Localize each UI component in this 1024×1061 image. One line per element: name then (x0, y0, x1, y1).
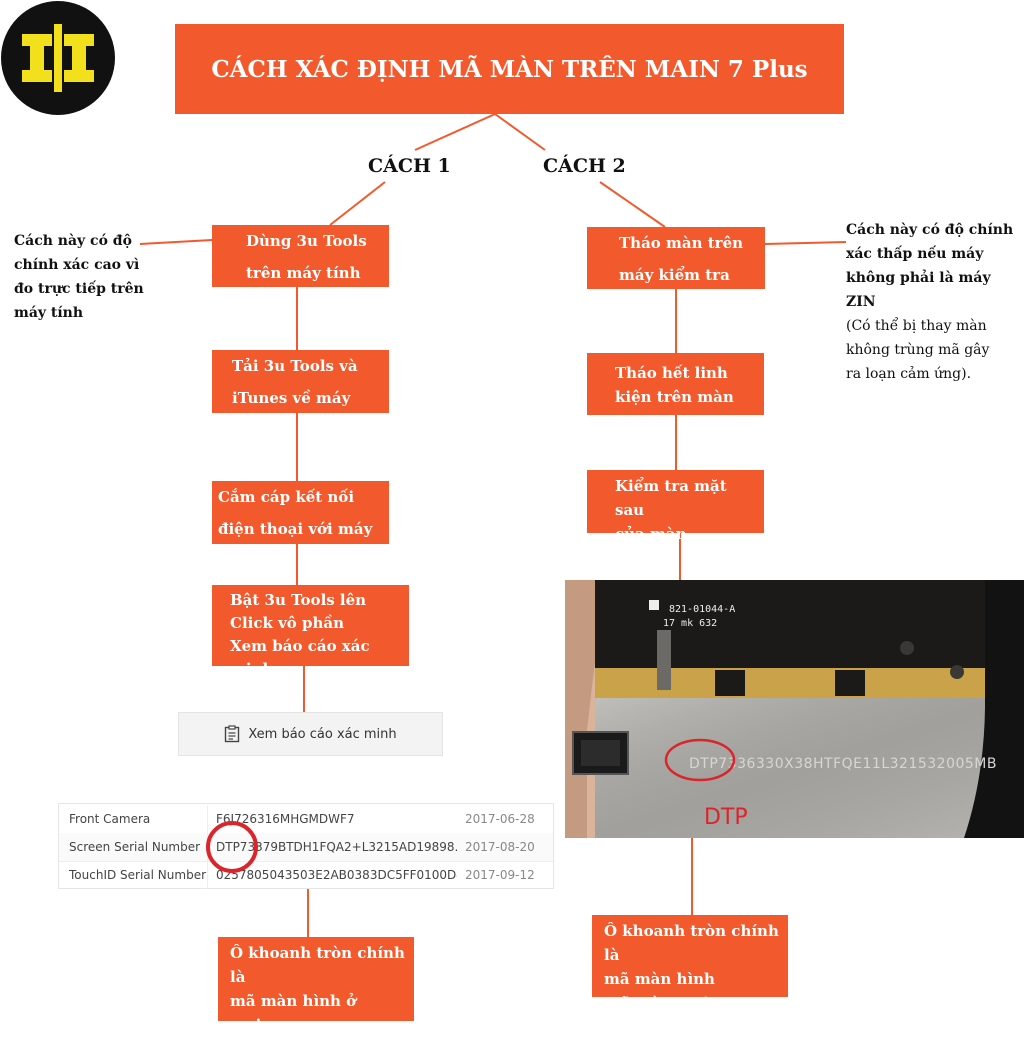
note-line: không trùng mã gây (846, 342, 990, 358)
step-line: Bật 3u Tools lên (230, 591, 367, 609)
photo-date-code: 17 mk 632 (663, 618, 717, 629)
result-line: mã màn hình (604, 970, 715, 988)
screen-back-photo: 821-01044-A 17 mk 632 DTP7336330X38HTFQE… (565, 580, 1024, 838)
step-line: Dùng 3u Tools (246, 232, 367, 250)
table-cell-name: Front Camera (69, 812, 151, 826)
table-cell-name: TouchID Serial Number (69, 868, 207, 882)
screen-back-illustration: 821-01044-A 17 mk 632 DTP7336330X38HTFQE… (565, 580, 1024, 838)
page-title: CÁCH XÁC ĐỊNH MÃ MÀN TRÊN MAIN 7 Plus (175, 24, 844, 114)
method-1-result: Ô khoanh tròn chính là mã màn hình ở mai… (218, 937, 414, 1058)
method-2-step-2: Tháo hết linh kiện trên màn (587, 353, 764, 415)
connector-title-cach2 (494, 113, 546, 151)
step-line: Tải 3u Tools và (232, 357, 358, 375)
serial-table: Front Camera F6J726316MHGMDWF7 2017-06-2… (58, 803, 554, 889)
method-2-step-3: Kiểm tra mặt sau của màn (587, 470, 764, 543)
step-line: Click vô phần (230, 614, 345, 632)
step-line: trên máy tính (246, 264, 361, 282)
table-cell-date: 2017-09-12 (465, 868, 535, 882)
verify-report-button: Xem báo cáo xác minh (178, 712, 443, 756)
photo-serial: DTP7336330X38HTFQE11L321532005MB (689, 756, 997, 772)
connector-title-cach1 (414, 113, 496, 151)
method-2-heading: CÁCH 2 (543, 155, 626, 177)
note-line: chính xác cao vì (14, 257, 140, 273)
table-row: Screen Serial Number DTP73379BTDH1FQA2+L… (59, 833, 553, 862)
note-line: ra loạn cảm ứng). (846, 366, 972, 382)
table-row: TouchID Serial Number 0257805043503E2AB0… (59, 861, 553, 889)
connector-cach2-step1 (599, 181, 666, 228)
table-cell-value: 0257805043503E2AB0383DC5FF0100D4 (207, 861, 457, 889)
step-line: máy kiểm tra (619, 266, 730, 284)
clipboard-icon (225, 725, 240, 743)
method-1-step-2: Tải 3u Tools và iTunes về máy tính (212, 350, 389, 431)
note-line: Cách này có độ chính (846, 222, 1014, 238)
step-line: Tháo màn trên (619, 234, 744, 252)
method-1-heading: CÁCH 1 (368, 155, 451, 177)
highlight-circle (206, 821, 258, 873)
table-cell-date: 2017-08-20 (465, 840, 535, 854)
method-2-note: Cách này có độ chính xác thấp nếu máy kh… (846, 218, 1024, 386)
table-cell-name: Screen Serial Number (69, 840, 201, 854)
step-line: Cắm cáp kết nối (218, 488, 355, 506)
connector-note-right (764, 241, 847, 245)
step-line: Kiểm tra mặt sau (615, 477, 727, 519)
connector-cach1-step1 (329, 181, 386, 226)
brand-logo (1, 1, 115, 115)
note-line: không phải là máy ZIN (846, 270, 991, 310)
result-line: Ô khoanh tròn chính là (230, 944, 405, 986)
connector-lines (139, 113, 847, 937)
step-line: Tháo hết linh (615, 364, 728, 382)
photo-code-label: DTP (704, 805, 748, 830)
method-1-step-3: Cắm cáp kết nối điện thoại với máy tính (212, 481, 389, 562)
method-1-step-1: Dùng 3u Tools trên máy tính (212, 225, 389, 287)
method-2-step-1: Tháo màn trên máy kiểm tra (587, 227, 765, 289)
highlight-ellipse (664, 738, 736, 782)
step-line: kiện trên màn (615, 388, 734, 406)
note-line: xác thấp nếu máy (846, 246, 984, 262)
method-2-result: Ô khoanh tròn chính là mã màn hình Mã mà… (592, 915, 788, 1012)
photo-part-number: 821-01044-A (669, 604, 735, 615)
note-line: đo trực tiếp trên (14, 281, 144, 297)
result-line: Mã màn main: DTP (230, 1040, 392, 1058)
method-1-note: Cách này có độ chính xác cao vì đo trực … (14, 229, 144, 325)
result-line: Mã màn main: DTP (604, 994, 766, 1012)
step-line: của màn (615, 525, 687, 543)
step-line: iTunes về máy tính (232, 389, 351, 431)
result-line: Ô khoanh tròn chính là (604, 922, 779, 964)
method-1-step-4: Bật 3u Tools lên Click vô phần Xem báo c… (212, 585, 409, 678)
verify-report-label: Xem báo cáo xác minh (248, 726, 397, 742)
table-cell-value: F6J726316MHGMDWF7 (207, 805, 457, 833)
step-line: điện thoại với máy tính (218, 520, 373, 562)
table-cell-date: 2017-06-28 (465, 812, 535, 826)
note-line: máy tính (14, 305, 84, 321)
note-line: (Có thể bị thay màn (846, 318, 987, 334)
step-line: Xem báo cáo xác minh (230, 637, 370, 678)
connector-note-left (139, 239, 213, 245)
note-line: Cách này có độ (14, 233, 132, 249)
result-line: mã màn hình ở main. (230, 992, 357, 1034)
